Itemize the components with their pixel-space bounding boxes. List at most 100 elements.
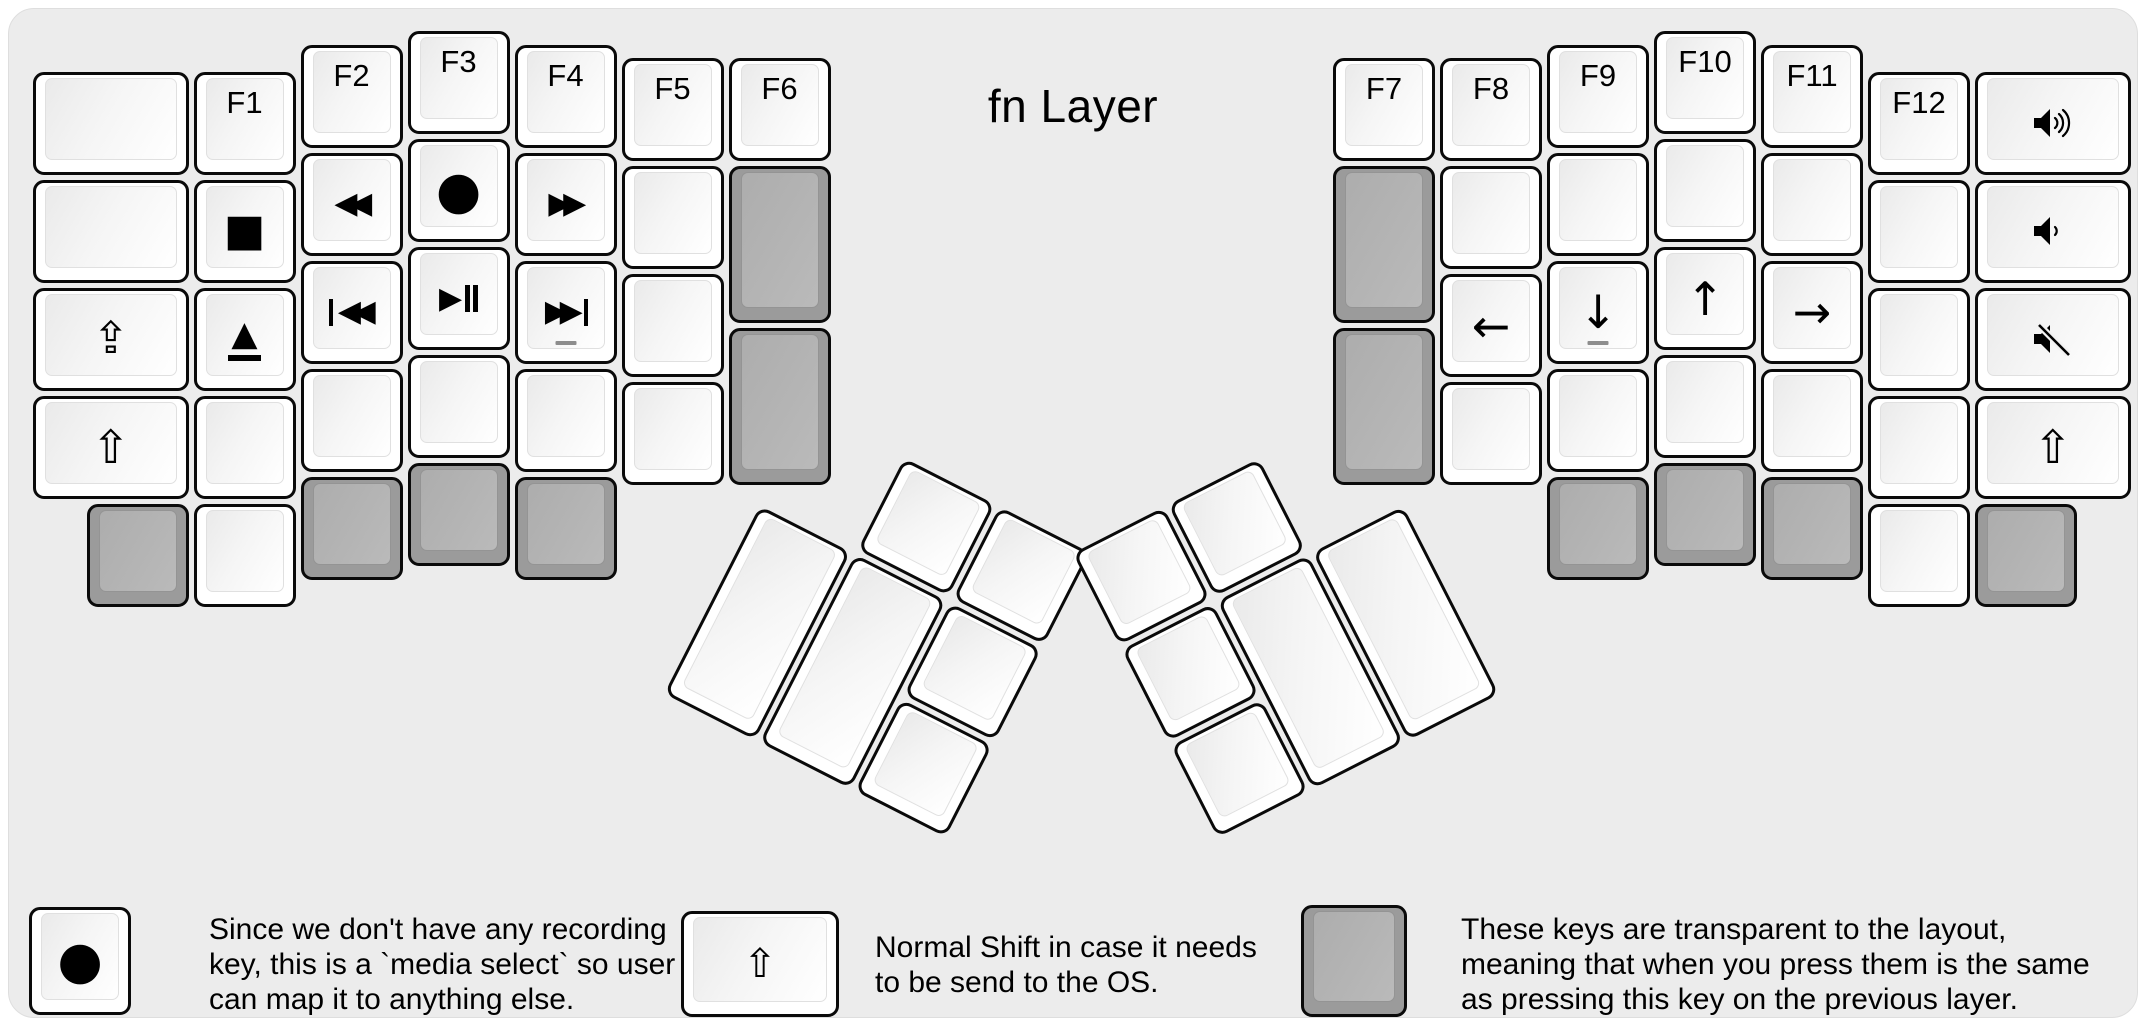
key-arrow-down: ↓ — [1547, 260, 1649, 364]
key-blank — [621, 382, 724, 485]
keycap-surface — [312, 50, 391, 133]
keycap-surface — [1666, 361, 1744, 443]
volume-down-icon — [2033, 217, 2058, 245]
key-blank — [1440, 166, 1542, 269]
key-blank — [1761, 368, 1863, 472]
key-blank — [1654, 355, 1756, 458]
keycap-surface — [1987, 401, 2119, 484]
keycap-surface — [970, 517, 1078, 626]
keycap-surface — [921, 613, 1029, 723]
keycap-surface — [633, 64, 712, 146]
keycap-surface — [1773, 482, 1851, 565]
homing-bar — [555, 340, 576, 345]
prev-track-icon: ◀◀ — [329, 297, 376, 327]
eject-icon — [228, 355, 261, 361]
keycap-surface — [1773, 374, 1851, 457]
key-transparent — [728, 328, 831, 485]
keycap-surface — [740, 64, 819, 146]
rewind-icon: ◀◀ — [334, 186, 372, 221]
key-transparent — [1547, 476, 1649, 580]
key-blank — [1868, 287, 1970, 391]
keycap-surface — [1452, 280, 1530, 362]
legend-text-shift: Normal Shift in case it needs to be send… — [875, 931, 1257, 999]
keycap-surface — [1987, 77, 2119, 160]
key-f1: F1 — [193, 71, 296, 175]
key-label: F8 — [1472, 71, 1510, 106]
key-blank — [193, 503, 296, 607]
layer-title: fn Layer — [987, 80, 1159, 132]
key-transparent — [1333, 328, 1435, 485]
keycap-surface — [1987, 185, 2119, 268]
key-transparent — [1333, 166, 1435, 323]
key-transparent — [300, 476, 403, 580]
key-blank — [514, 368, 617, 472]
keycap-surface — [98, 509, 177, 592]
keycap-surface — [205, 77, 284, 160]
key-volume-up — [1975, 71, 2131, 175]
keycap-surface — [1184, 710, 1291, 819]
keycap-surface — [1559, 266, 1637, 349]
keycap-surface — [633, 388, 712, 470]
keycap-surface — [1313, 911, 1395, 1002]
key-volume-down — [1975, 179, 2131, 283]
key-label: F1 — [226, 84, 263, 120]
key-f2: F2 — [300, 44, 403, 148]
key-f6: F6 — [728, 58, 831, 161]
key-transparent — [1761, 476, 1863, 580]
key-label: F3 — [440, 44, 477, 79]
play-pause-icon — [473, 285, 479, 312]
keycap-surface — [1666, 469, 1744, 551]
key-label: F11 — [1786, 57, 1838, 93]
key-transparent — [1975, 503, 2077, 607]
key-blank — [300, 368, 403, 472]
keycap-surface — [45, 401, 177, 484]
key-transparent — [514, 476, 617, 580]
keycap-surface — [526, 266, 605, 349]
key-volume-mute — [1975, 287, 2131, 391]
key-stop: ■ — [193, 179, 296, 283]
eject-icon: ▲ — [231, 314, 258, 354]
key-transparent — [86, 503, 189, 607]
left-thumb-cluster — [661, 407, 1094, 841]
prev-track-icon — [329, 298, 334, 326]
keycap-surface — [526, 482, 605, 565]
keycap-surface — [1181, 469, 1289, 578]
keycap-surface — [1559, 50, 1637, 133]
key-blank — [193, 395, 296, 499]
eject-icon: ▲ — [228, 317, 261, 361]
arrow-up-icon: ↑ — [1685, 271, 1725, 326]
record-icon: ● — [57, 931, 103, 991]
keycap-surface — [312, 266, 391, 349]
key-f3: F3 — [407, 31, 510, 134]
legend-text-record: Since we don't have any recording key, t… — [209, 913, 676, 1016]
keycap-surface — [1345, 64, 1423, 146]
key-blank — [407, 355, 510, 458]
keycap-surface — [633, 172, 712, 254]
key-rewind: ◀◀ — [300, 152, 403, 256]
key-label: F12 — [1892, 84, 1946, 120]
keycap-surface — [1559, 482, 1637, 565]
key-f9: F9 — [1547, 44, 1649, 148]
shift-icon: ⇧ — [2033, 420, 2073, 474]
key-record: ● — [407, 139, 510, 242]
keycap-surface — [740, 334, 819, 470]
key-label: F7 — [1365, 71, 1403, 106]
keycap-surface — [45, 77, 177, 160]
key-f10: F10 — [1654, 31, 1756, 134]
key-shift: ⇧ — [33, 395, 189, 499]
play-pause-icon — [465, 285, 471, 312]
keycap-surface — [1880, 509, 1958, 592]
key-blank — [1547, 152, 1649, 256]
keycap-surface — [1345, 334, 1423, 470]
keycap-surface — [205, 185, 284, 268]
keycap-surface — [872, 709, 979, 819]
key-blank — [1440, 382, 1542, 485]
key-f8: F8 — [1440, 58, 1542, 161]
keycap-surface — [419, 469, 498, 551]
key-blank — [621, 274, 724, 377]
arrow-down-icon: ↓ — [1578, 285, 1618, 339]
play-pause-icon: ▶ — [438, 280, 463, 316]
key-label: F10 — [1678, 44, 1732, 79]
